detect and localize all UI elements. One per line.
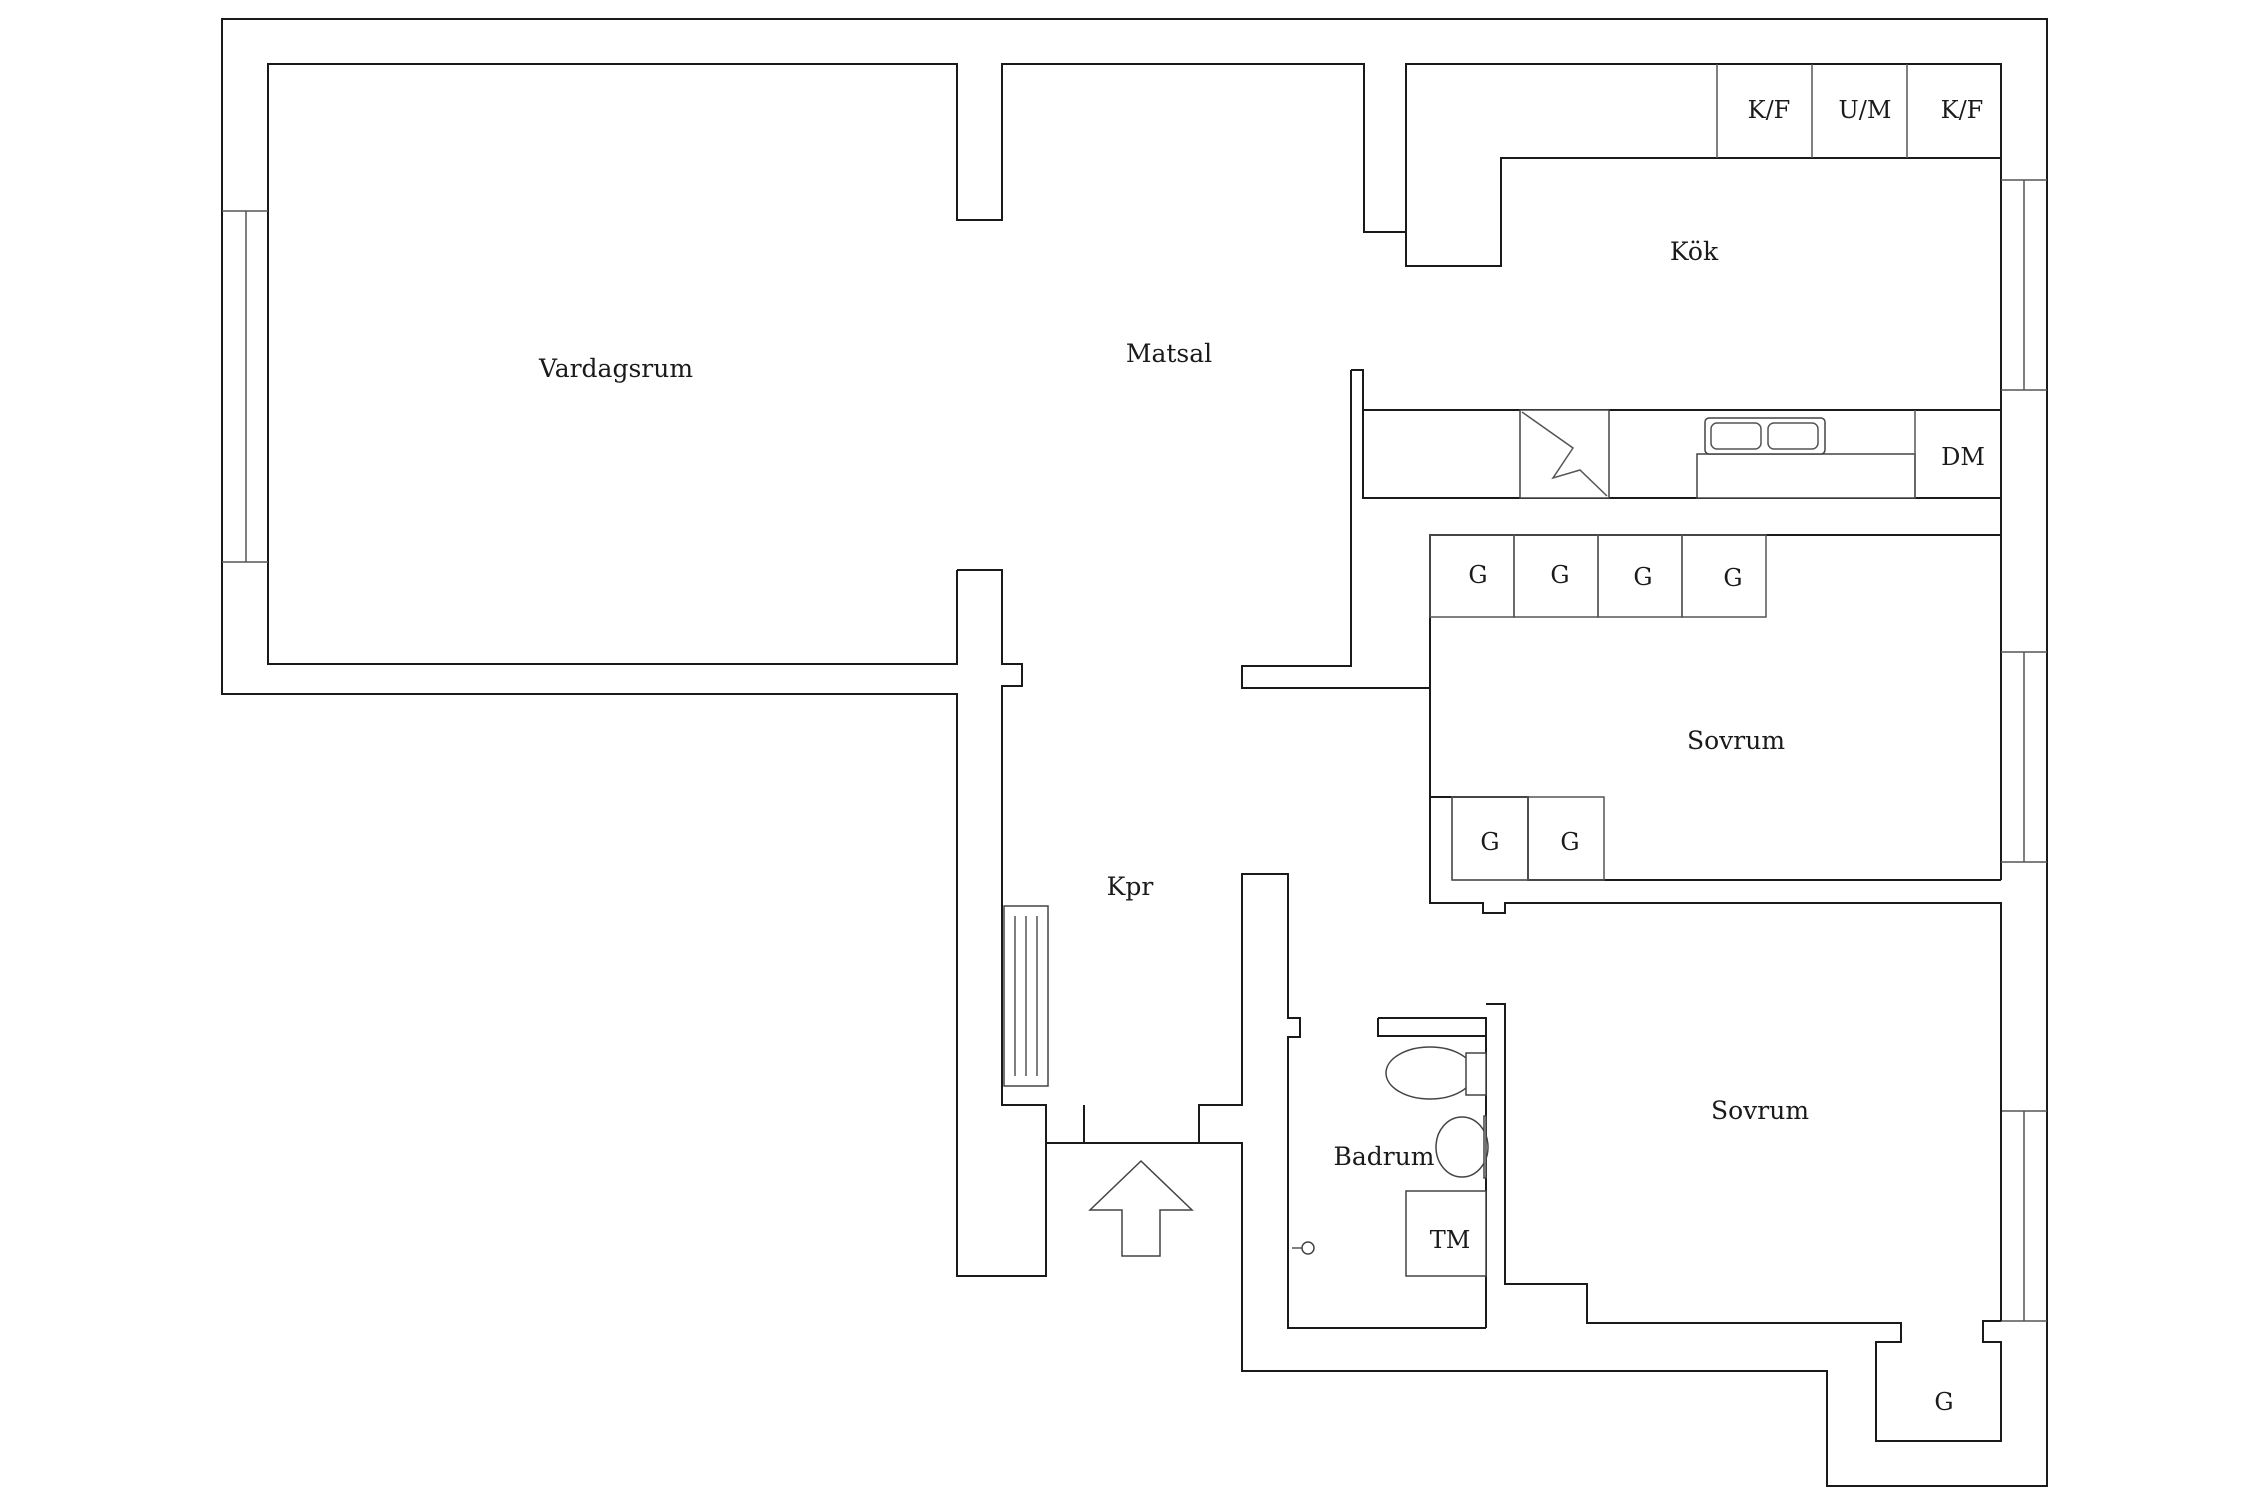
washing-machine	[1405, 1190, 1487, 1277]
kitchen-counter-top	[1405, 64, 2002, 267]
hall-left-wall	[957, 569, 1047, 1143]
toilet	[1385, 1046, 1487, 1100]
radiator	[1003, 905, 1049, 1087]
label-tm: TM	[1430, 1226, 1471, 1254]
window-kitchen	[2001, 179, 2047, 391]
washbasin	[1435, 1115, 1489, 1179]
floor-drain-icon	[1292, 1241, 1315, 1255]
label-matsal: Matsal	[1126, 339, 1212, 368]
label-kok: Kök	[1670, 237, 1719, 266]
bedroom-divider-wall	[1429, 688, 2002, 1321]
label-sovrum-lower: Sovrum	[1711, 1096, 1809, 1125]
wardrobe-upper	[1429, 534, 1767, 618]
window-bedroom-upper	[2001, 651, 2047, 863]
label-vardagsrum: Vardagsrum	[538, 354, 693, 383]
label-wardrobe: G	[1550, 561, 1569, 589]
entrance-wall	[1083, 873, 1486, 1329]
label-wardrobe: G	[1633, 563, 1652, 591]
bathroom-wall	[1377, 1003, 2002, 1442]
label-wardrobe: G	[1723, 564, 1742, 592]
label-um: U/M	[1839, 96, 1892, 124]
label-wardrobe: G	[1468, 561, 1487, 589]
wardrobe-middle	[1451, 796, 1605, 881]
label-kf-left: K/F	[1748, 96, 1791, 124]
label-wardrobe-corner: G	[1934, 1388, 1953, 1416]
sink	[1704, 417, 1826, 455]
label-dm: DM	[1941, 443, 1985, 471]
exterior-wall	[221, 18, 2048, 1487]
label-wardrobe: G	[1480, 828, 1499, 856]
hall-upper-wall	[1241, 370, 2001, 689]
label-sovrum-upper: Sovrum	[1687, 726, 1785, 755]
entrance-arrow	[1088, 1159, 1194, 1257]
sink-counter	[1696, 453, 1916, 499]
label-badrum: Badrum	[1333, 1142, 1434, 1171]
window-bedroom-lower	[2001, 1110, 2047, 1322]
label-kf-right: K/F	[1941, 96, 1984, 124]
label-kpr: Kpr	[1107, 872, 1154, 901]
label-wardrobe: G	[1560, 828, 1579, 856]
window-left	[222, 210, 268, 563]
